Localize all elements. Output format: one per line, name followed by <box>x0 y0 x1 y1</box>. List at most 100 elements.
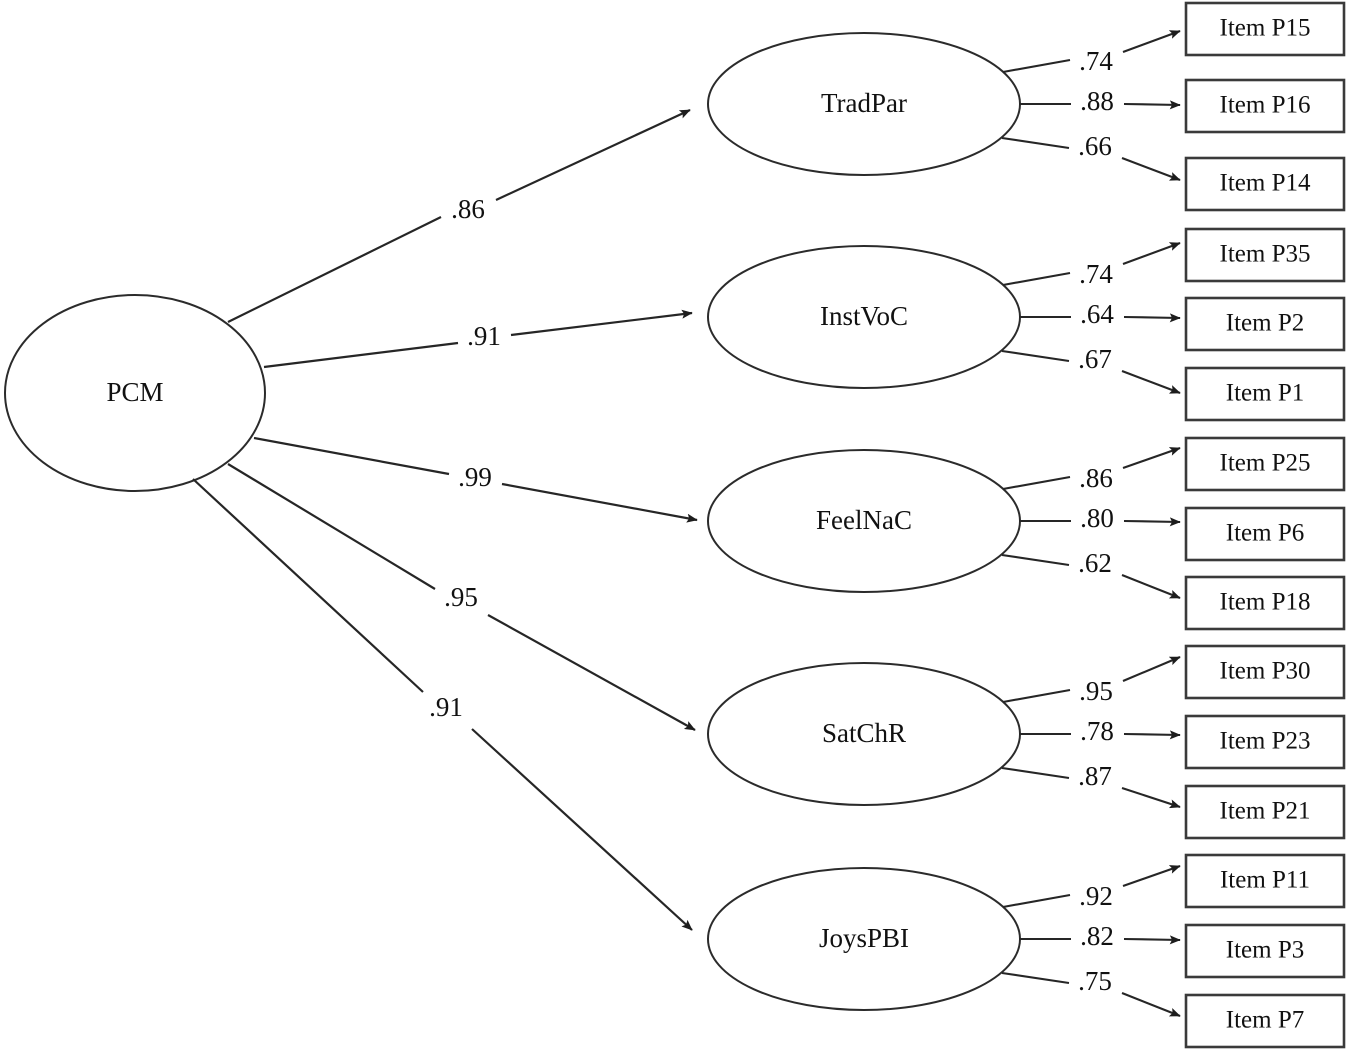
item-label-p23: Item P23 <box>1220 728 1311 755</box>
item-label-p2: Item P2 <box>1226 310 1304 337</box>
coef-instvoc-p2: .64 <box>1080 299 1114 329</box>
item-box-p23[interactable]: Item P23 <box>1184 714 1346 770</box>
loading-satchr-p21[interactable]: .87 <box>1001 761 1181 809</box>
structural-path-joyspbi[interactable]: .91 <box>192 478 693 931</box>
load-line-joyspbi-p7-a <box>1001 971 1070 985</box>
loading-joyspbi-p7[interactable]: .75 <box>1001 966 1181 1017</box>
path-pcm-joyspbi-seg2 <box>471 728 693 931</box>
item-box-p15[interactable]: Item P15 <box>1184 1 1346 57</box>
item-label-p35: Item P35 <box>1220 241 1311 268</box>
loading-joyspbi-p3[interactable]: .82 <box>1019 921 1181 951</box>
coef-pcm-feelnac: .99 <box>458 462 492 492</box>
loading-instvoc-p35[interactable]: .74 <box>1002 242 1181 289</box>
pcm-label: PCM <box>106 377 163 407</box>
node-feelnac[interactable]: FeelNaC <box>707 449 1021 593</box>
node-satchr[interactable]: SatChR <box>707 662 1021 806</box>
loading-satchr-p30[interactable]: .95 <box>1002 656 1181 706</box>
item-box-p21[interactable]: Item P21 <box>1184 784 1346 840</box>
item-label-p18: Item P18 <box>1220 589 1311 616</box>
factor-group-instvoc: InstVoC .74 .64 .67 Item P35 <box>707 227 1346 422</box>
item-rect-p1 <box>1184 366 1346 422</box>
load-line-tradpar-p16-b <box>1123 100 1181 110</box>
item-label-p30: Item P30 <box>1220 658 1311 685</box>
item-label-p14: Item P14 <box>1220 170 1311 197</box>
load-line-joyspbi-p3-b <box>1123 935 1181 945</box>
factor-group-tradpar: TradPar .74 .88 .66 Item P15 <box>707 1 1346 212</box>
load-line-instvoc-p1-b <box>1121 370 1181 394</box>
load-line-satchr-p21-b <box>1121 787 1181 809</box>
satchr-label: SatChR <box>822 718 906 748</box>
item-label-p3: Item P3 <box>1226 937 1304 964</box>
item-rect-p2 <box>1184 296 1346 352</box>
node-pcm[interactable]: PCM <box>4 294 266 492</box>
item-rect-p21 <box>1184 784 1346 840</box>
item-box-p16[interactable]: Item P16 <box>1184 78 1346 134</box>
item-label-p21: Item P21 <box>1220 798 1311 825</box>
item-rect-p15 <box>1184 1 1346 57</box>
coef-feelnac-p25: .86 <box>1079 463 1113 493</box>
coef-pcm-instvoc: .91 <box>467 321 501 351</box>
item-box-p6[interactable]: Item P6 <box>1184 506 1346 562</box>
item-box-p7[interactable]: Item P7 <box>1184 993 1346 1049</box>
structural-path-instvoc[interactable]: .91 <box>263 309 693 369</box>
coef-instvoc-p1: .67 <box>1078 344 1112 374</box>
loading-tradpar-p15[interactable]: .74 <box>1002 30 1181 76</box>
load-line-satchr-p30-a <box>1002 688 1071 704</box>
coef-pcm-tradpar: .86 <box>451 194 485 224</box>
loading-instvoc-p2[interactable]: .64 <box>1019 299 1181 329</box>
item-label-p25: Item P25 <box>1220 450 1311 477</box>
item-label-p1: Item P1 <box>1226 380 1304 407</box>
coef-satchr-p23: .78 <box>1080 716 1114 746</box>
path-pcm-feelnac-seg2 <box>501 482 698 523</box>
item-label-p15: Item P15 <box>1220 15 1311 42</box>
load-line-instvoc-p35-a <box>1002 271 1071 287</box>
item-label-p7: Item P7 <box>1226 1007 1304 1034</box>
item-rect-p25 <box>1184 436 1346 492</box>
loading-feelnac-p6[interactable]: .80 <box>1019 503 1181 533</box>
load-line-joyspbi-p7-b <box>1121 992 1181 1017</box>
load-line-instvoc-p1-a <box>1001 349 1070 363</box>
loading-joyspbi-p11[interactable]: .92 <box>1002 865 1181 911</box>
node-instvoc[interactable]: InstVoC <box>707 245 1021 389</box>
item-box-p14[interactable]: Item P14 <box>1184 156 1346 212</box>
factor-group-satchr: SatChR .95 .78 .87 Item P30 <box>707 644 1346 840</box>
item-box-p11[interactable]: Item P11 <box>1184 853 1346 909</box>
item-box-p3[interactable]: Item P3 <box>1184 923 1346 979</box>
loading-tradpar-p16[interactable]: .88 <box>1019 86 1181 116</box>
coef-pcm-joyspbi: .91 <box>429 692 463 722</box>
item-rect-p16 <box>1184 78 1346 134</box>
item-box-p25[interactable]: Item P25 <box>1184 436 1346 492</box>
node-joyspbi[interactable]: JoysPBI <box>707 867 1021 1011</box>
node-tradpar[interactable]: TradPar <box>707 32 1021 176</box>
loading-instvoc-p1[interactable]: .67 <box>1001 344 1181 394</box>
item-box-p1[interactable]: Item P1 <box>1184 366 1346 422</box>
coef-instvoc-p35: .74 <box>1079 259 1113 289</box>
loading-satchr-p23[interactable]: .78 <box>1019 716 1181 746</box>
structural-path-tradpar[interactable]: .86 <box>227 109 691 323</box>
path-pcm-instvoc-seg2 <box>510 309 693 337</box>
structural-path-feelnac[interactable]: .99 <box>253 436 698 523</box>
coef-satchr-p21: .87 <box>1078 761 1112 791</box>
load-line-feelnac-p18-a <box>1001 553 1070 567</box>
tradpar-label: TradPar <box>821 88 907 118</box>
load-line-feelnac-p6-b <box>1123 517 1181 527</box>
load-line-tradpar-p14-a <box>1001 136 1070 150</box>
loading-tradpar-p14[interactable]: .66 <box>1001 131 1181 181</box>
item-box-p18[interactable]: Item P18 <box>1184 575 1346 631</box>
item-rect-p11 <box>1184 853 1346 909</box>
item-label-p16: Item P16 <box>1220 92 1311 119</box>
structural-path-satchr[interactable]: .95 <box>227 463 696 731</box>
factor-group-joyspbi: JoysPBI .92 .82 .75 Item P11 <box>707 853 1346 1049</box>
coef-feelnac-p6: .80 <box>1080 503 1114 533</box>
load-line-instvoc-p35-b <box>1122 242 1181 265</box>
joyspbi-label: JoysPBI <box>819 923 909 953</box>
coef-tradpar-p14: .66 <box>1078 131 1112 161</box>
loading-feelnac-p25[interactable]: .86 <box>1002 447 1181 493</box>
item-box-p35[interactable]: Item P35 <box>1184 227 1346 283</box>
loading-feelnac-p18[interactable]: .62 <box>1001 548 1181 599</box>
item-box-p2[interactable]: Item P2 <box>1184 296 1346 352</box>
item-rect-p14 <box>1184 156 1346 212</box>
load-line-satchr-p30-b <box>1122 656 1181 682</box>
load-line-tradpar-p14-b <box>1121 157 1181 181</box>
item-box-p30[interactable]: Item P30 <box>1184 644 1346 700</box>
